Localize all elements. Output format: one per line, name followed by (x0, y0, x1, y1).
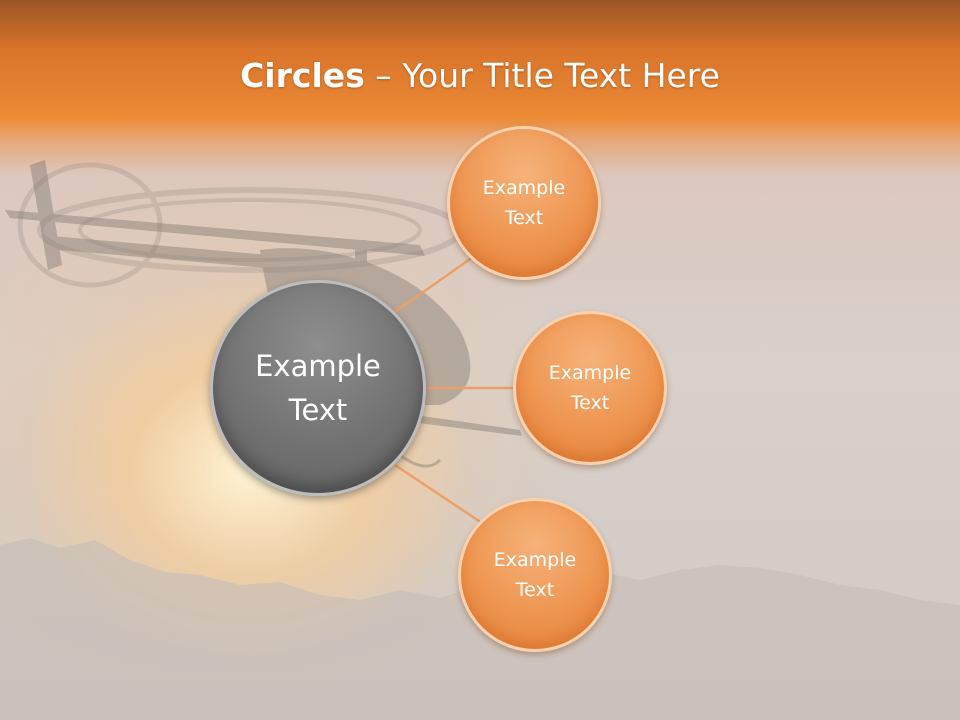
connector-line-bottom (394, 463, 486, 527)
title-rest: – Your Title Text Here (364, 56, 720, 95)
center-circle[interactable]: Example Text (210, 280, 426, 496)
rotor-blur (17, 162, 463, 288)
outer-circle-top[interactable]: Example Text (447, 126, 601, 280)
outer-circle-label: Example Text (482, 177, 566, 229)
outer-circle-label: Example Text (493, 549, 577, 601)
center-circle-label: Example Text (255, 349, 381, 427)
outer-circle-label: Example Text (548, 362, 632, 414)
outer-circle-middle[interactable]: Example Text (513, 311, 667, 465)
outer-circle-bottom[interactable]: Example Text (458, 498, 612, 652)
title-bold: Circles (240, 56, 365, 95)
slide-title: Circles – Your Title Text Here (0, 54, 960, 98)
